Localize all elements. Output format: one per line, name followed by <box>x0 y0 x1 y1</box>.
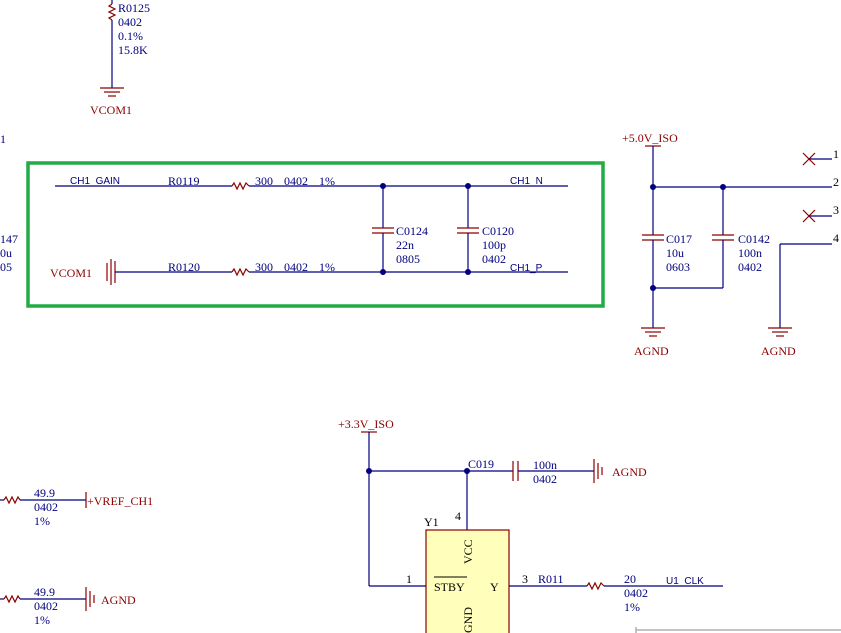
highlight-box <box>26 161 605 308</box>
clip-text-d: 05 <box>0 260 12 274</box>
resistor-r0120[interactable] <box>231 267 250 277</box>
resistor-r0119[interactable] <box>231 181 250 191</box>
connector-pin-4[interactable] <box>779 243 832 328</box>
r-vref-tol: 1% <box>34 514 50 528</box>
vref-ch1-label: +VREF_CH1 <box>87 494 153 508</box>
r0119-tol: 1% <box>319 174 335 188</box>
y1-pin1: 1 <box>406 572 412 586</box>
net-ch1-gain: CH1_GAIN <box>70 176 120 187</box>
capacitor-c0120[interactable] <box>457 186 479 272</box>
ground-symbol-agnd-c <box>593 459 603 483</box>
resistor-agnd[interactable] <box>3 594 21 604</box>
resistor-r011[interactable] <box>586 581 605 591</box>
c019-pkg: 0402 <box>533 472 557 486</box>
p3v3-iso-label: +3.3V_ISO <box>338 417 394 431</box>
agnd-c-label: AGND <box>612 465 647 479</box>
r0119-val: 300 <box>255 174 273 188</box>
vcom1-top-label: VCOM1 <box>90 103 132 117</box>
r-vref-pkg: 0402 <box>34 500 58 514</box>
clip-text-a: 1 <box>0 132 6 146</box>
capacitor-c0124[interactable] <box>372 186 394 272</box>
ground-symbol-agnd-a <box>641 327 665 337</box>
r-vref-val: 49.9 <box>34 486 55 500</box>
connector-pin-3[interactable] <box>802 209 832 223</box>
r0125-pkg: 0402 <box>118 15 142 29</box>
r0119-ref: R0119 <box>168 174 200 188</box>
c0120-pkg: 0402 <box>482 252 506 266</box>
oscillator-y1[interactable] <box>425 529 510 633</box>
conn-pin-3-label: 3 <box>833 203 839 217</box>
y1-vcc: VCC <box>461 539 475 564</box>
clip-text-b: 147 <box>0 232 18 246</box>
r011-tol: 1% <box>624 600 640 614</box>
r0125-tol: 0.1% <box>118 29 143 43</box>
y1-y: Y <box>490 580 499 594</box>
r0120-pkg: 0402 <box>284 260 308 274</box>
r011-ref: R011 <box>538 572 564 586</box>
c017-ref: C017 <box>666 232 692 246</box>
c017-val: 10u <box>666 246 684 260</box>
ground-symbol-agnd-b <box>768 327 792 337</box>
ground-symbol-vcom1-left <box>106 259 116 285</box>
c0120-ref: C0120 <box>482 224 514 238</box>
y1-pin4: 4 <box>455 509 461 523</box>
capacitor-c017[interactable] <box>642 187 664 328</box>
c017-pkg: 0603 <box>666 260 690 274</box>
conn-pin-4-label: 4 <box>833 231 839 245</box>
r-agnd-tol: 1% <box>34 613 50 627</box>
resistor-r0125[interactable] <box>107 0 117 88</box>
c0124-val: 22n <box>396 238 414 252</box>
c0120-val: 100p <box>482 238 506 252</box>
conn-pin-2-label: 2 <box>833 175 839 189</box>
r011-pkg: 0402 <box>624 586 648 600</box>
agnd-b-label: AGND <box>761 344 796 358</box>
y1-stby: STBY <box>434 580 465 594</box>
agnd-d-label: AGND <box>101 593 136 607</box>
c0142-pkg: 0402 <box>738 260 762 274</box>
r0120-tol: 1% <box>319 260 335 274</box>
r0125-ref: R0125 <box>118 1 150 15</box>
p5v-iso-label: +5.0V_ISO <box>622 131 678 145</box>
c019-val: 100n <box>533 458 557 472</box>
r0120-ref: R0120 <box>168 260 200 274</box>
c0142-val: 100n <box>738 246 762 260</box>
vcom1-left-label: VCOM1 <box>50 266 92 280</box>
r-agnd-pkg: 0402 <box>34 599 58 613</box>
ground-symbol-agnd-d <box>85 587 95 611</box>
net-u1-clk: U1_CLK <box>666 576 704 587</box>
y1-ref: Y1 <box>424 515 439 529</box>
y1-pin3: 3 <box>522 572 528 586</box>
r0120-val: 300 <box>255 260 273 274</box>
r-agnd-val: 49.9 <box>34 585 55 599</box>
c0124-ref: C0124 <box>396 224 428 238</box>
y1-gnd: GND <box>461 607 475 633</box>
capacitor-c0142[interactable] <box>653 187 734 289</box>
ground-symbol-vcom1-top <box>100 87 124 97</box>
agnd-a-label: AGND <box>634 344 669 358</box>
resistor-vref[interactable] <box>3 495 21 505</box>
r0119-pkg: 0402 <box>284 174 308 188</box>
r011-val: 20 <box>624 572 636 586</box>
r0125-val: 15.8K <box>118 43 148 57</box>
c0142-ref: C0142 <box>738 232 770 246</box>
c019-ref: C019 <box>468 457 494 471</box>
connector-pin-1[interactable] <box>802 152 832 166</box>
net-ch1-p: CH1_P <box>510 263 543 274</box>
capacitor-c019[interactable] <box>512 461 594 481</box>
net-ch1-n: CH1_N <box>510 176 543 187</box>
c0124-pkg: 0805 <box>396 252 420 266</box>
clip-text-c: 0u <box>0 246 12 260</box>
conn-pin-1-label: 1 <box>833 147 839 161</box>
